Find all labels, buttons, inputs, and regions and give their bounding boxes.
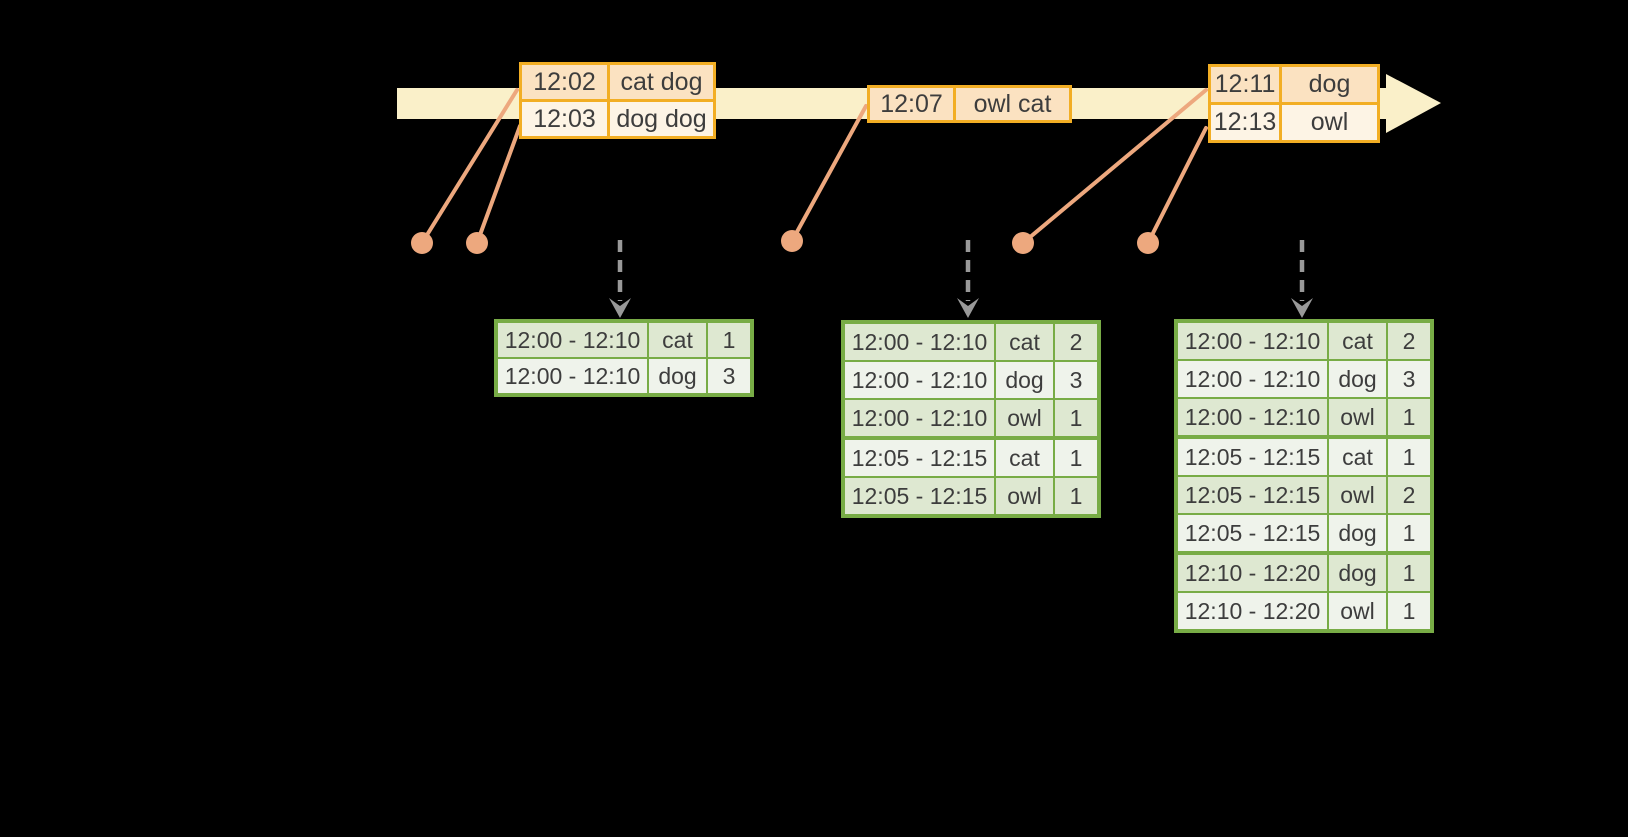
words-cell: owl	[1282, 105, 1377, 140]
count-cell: 1	[1388, 439, 1430, 475]
window-cell: 12:00 - 12:10	[1178, 399, 1327, 435]
trigger-arrowheads	[609, 298, 1313, 318]
words-cell: owl cat	[956, 88, 1069, 120]
count-cell: 3	[1055, 362, 1097, 398]
window-cell: 12:00 - 12:10	[845, 362, 994, 398]
event-dot-1203	[466, 232, 488, 254]
count-cell: 1	[1388, 555, 1430, 591]
word-cell: cat	[649, 323, 706, 357]
count-cell: 1	[1055, 478, 1097, 514]
trigger-arrows	[617, 240, 1305, 301]
word-cell: dog	[1329, 555, 1386, 591]
word-cell: dog	[1329, 361, 1386, 397]
window-cell: 12:05 - 12:15	[1178, 515, 1327, 551]
words-cell: dog	[1282, 67, 1377, 102]
event-dot-1207	[781, 230, 803, 252]
event-connector-lines	[420, 88, 1208, 245]
timeline-arrowhead-icon	[1386, 74, 1441, 133]
word-cell: cat	[1329, 439, 1386, 475]
word-cell: dog	[649, 359, 706, 393]
word-cell: owl	[996, 400, 1053, 436]
window-cell: 12:05 - 12:15	[1178, 477, 1327, 513]
window-cell: 12:00 - 12:10	[1178, 323, 1327, 359]
words-cell: cat dog	[610, 65, 713, 99]
time-cell: 12:02	[522, 65, 607, 99]
window-cell: 12:10 - 12:20	[1178, 593, 1327, 629]
word-cell: cat	[996, 440, 1053, 476]
count-cell: 3	[708, 359, 750, 393]
window-cell: 12:00 - 12:10	[845, 324, 994, 360]
words-cell: dog dog	[610, 102, 713, 136]
count-cell: 1	[1388, 399, 1430, 435]
window-cell: 12:05 - 12:15	[1178, 439, 1327, 475]
time-cell: 12:03	[522, 102, 607, 136]
count-cell: 1	[1055, 440, 1097, 476]
count-cell: 2	[1388, 323, 1430, 359]
window-cell: 12:05 - 12:15	[845, 478, 994, 514]
count-cell: 2	[1388, 477, 1430, 513]
event-dot-1202	[411, 232, 433, 254]
count-cell: 1	[1055, 400, 1097, 436]
word-cell: dog	[1329, 515, 1386, 551]
connector-line-1203	[475, 124, 522, 245]
event-dot-1211	[1012, 232, 1034, 254]
trigger-arrowhead-icon-2	[957, 298, 979, 318]
connector-line-1202	[420, 88, 519, 245]
event-dot-1213	[1137, 232, 1159, 254]
word-cell: dog	[996, 362, 1053, 398]
word-cell: owl	[1329, 477, 1386, 513]
connector-line-1213	[1146, 126, 1208, 245]
connector-line-1211	[1021, 88, 1208, 245]
word-cell: owl	[1329, 593, 1386, 629]
window-cell: 12:00 - 12:10	[498, 323, 647, 357]
count-cell: 1	[708, 323, 750, 357]
window-cell: 12:00 - 12:10	[1178, 361, 1327, 397]
connector-line-1207	[790, 104, 868, 243]
window-cell: 12:05 - 12:15	[845, 440, 994, 476]
count-cell: 1	[1388, 593, 1430, 629]
window-cell: 12:00 - 12:10	[845, 400, 994, 436]
trigger-arrowhead-icon-1	[609, 298, 631, 318]
time-cell: 12:11	[1211, 67, 1279, 102]
trigger-arrowhead-icon-3	[1291, 298, 1313, 318]
word-cell: owl	[996, 478, 1053, 514]
count-cell: 3	[1388, 361, 1430, 397]
word-cell: cat	[1329, 323, 1386, 359]
time-cell: 12:07	[870, 88, 953, 120]
count-cell: 1	[1388, 515, 1430, 551]
word-cell: owl	[1329, 399, 1386, 435]
window-cell: 12:00 - 12:10	[498, 359, 647, 393]
time-cell: 12:13	[1211, 105, 1279, 140]
event-dots	[411, 230, 1159, 254]
window-cell: 12:10 - 12:20	[1178, 555, 1327, 591]
count-cell: 2	[1055, 324, 1097, 360]
word-cell: cat	[996, 324, 1053, 360]
